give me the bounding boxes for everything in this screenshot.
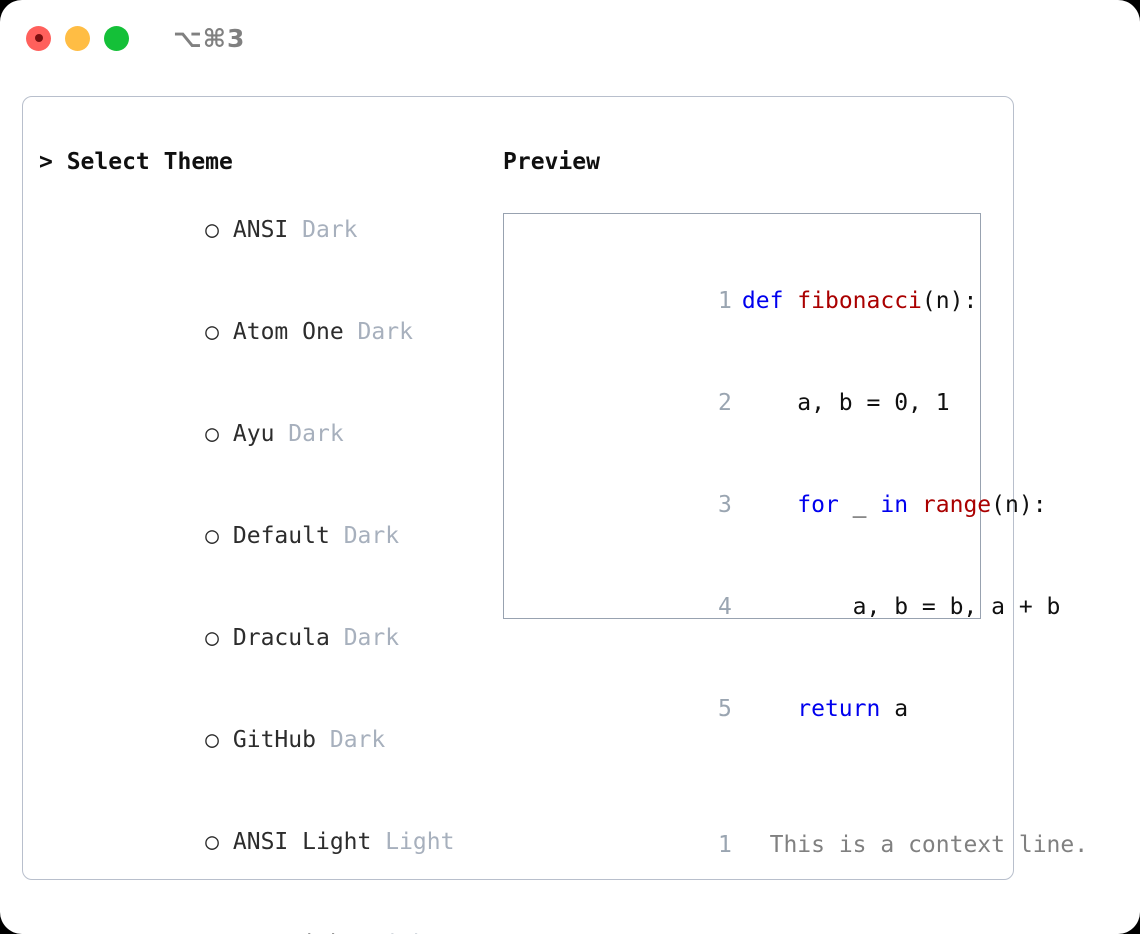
line-number: 4 (718, 594, 732, 620)
diff-text: This is a context line. (769, 832, 1089, 858)
radio-icon: ○ (205, 931, 219, 934)
radio-icon: ○ (205, 625, 220, 651)
theme-kind: Dark (288, 421, 344, 447)
window-controls (26, 25, 129, 51)
theme-kind: Dark (343, 625, 400, 651)
theme-kind: Dark (343, 523, 400, 549)
left-column: > Select Theme ○ ANSI Dark ○ Atom One Da… (23, 145, 485, 934)
code-row: 4 a, b = b, a + b (514, 556, 1060, 658)
token-keyword: for (797, 492, 839, 518)
diff-row-context: 1 This is a context line. (514, 794, 1088, 896)
diff-sample: 1 This is a context line. 2- This line w… (514, 794, 1088, 934)
theme-kind: Dark (329, 727, 386, 753)
code-row: 1 def fibonacci(n): (514, 250, 980, 352)
token-plain: _ (838, 492, 881, 518)
token-plain: a, b = b, a + b (852, 594, 1061, 620)
indent (742, 696, 797, 722)
minimize-button[interactable] (65, 25, 90, 51)
line-number: 2 (718, 390, 732, 416)
line-number: 1 (718, 288, 732, 314)
token-plain: (n): (991, 492, 1047, 518)
diff-row-deleted: 2- This line was deleted. (514, 896, 980, 934)
line-number: 5 (718, 696, 732, 722)
line-number: 2 (708, 930, 732, 934)
code-row: 3 for _ in range(n): (514, 454, 1047, 556)
diff-sign (742, 832, 756, 858)
preview-spacer (514, 760, 980, 794)
radio-icon: ○ (205, 727, 220, 753)
list-item[interactable]: ○ GitHub Dark (39, 689, 485, 791)
theme-name: Dracula (232, 625, 330, 651)
select-theme-heading: > Select Theme (39, 149, 233, 175)
code-row: 5 return a (514, 658, 980, 760)
radio-icon: ○ (205, 319, 220, 345)
token-keyword: return (797, 696, 881, 722)
line-number: 1 (718, 832, 732, 858)
indent (742, 594, 853, 620)
token-keyword: def (741, 288, 784, 314)
maximize-button[interactable] (104, 25, 129, 51)
list-item[interactable]: ○ ANSI Dark (39, 179, 485, 281)
token-plain (908, 492, 922, 518)
indent (742, 492, 797, 518)
theme-kind: Light (385, 829, 455, 855)
list-item[interactable]: ○ Default Dark (39, 485, 485, 587)
theme-name: GitHub (232, 727, 316, 753)
radio-icon: ○ (205, 523, 220, 549)
theme-name: Ayu Light (233, 931, 358, 934)
close-button[interactable] (26, 25, 51, 51)
line-number: 3 (718, 492, 732, 518)
list-item[interactable]: ○ Ayu Light Light (39, 893, 485, 934)
theme-selector-panel: > Select Theme ○ ANSI Dark ○ Atom One Da… (22, 96, 1088, 934)
theme-name: ANSI (232, 217, 289, 243)
keyboard-shortcut-label: ⌥⌘3 (173, 23, 246, 53)
token-plain: a, b = 0, 1 (797, 390, 950, 416)
token-plain (783, 288, 797, 314)
token-plain: (n): (921, 288, 978, 314)
code-row: 2 a, b = 0, 1 (514, 352, 980, 454)
list-item[interactable]: ○ Dracula Dark (39, 587, 485, 689)
theme-kind: Dark (302, 217, 358, 243)
radio-icon: ○ (205, 829, 220, 855)
theme-kind: Dark (357, 319, 413, 345)
token-function: range (921, 492, 992, 518)
preview-heading: Preview (503, 149, 600, 175)
theme-name: Ayu (232, 421, 275, 447)
theme-name: ANSI Light (232, 829, 372, 855)
theme-option-list: ○ ANSI Dark ○ Atom One Dark ○ Ayu Dark ○… (39, 179, 485, 934)
list-item[interactable]: ○ Ayu Dark (39, 383, 485, 485)
token-plain: a (880, 696, 909, 722)
radio-icon: ○ (205, 421, 220, 447)
token-function: fibonacci (797, 288, 922, 314)
radio-icon: ○ (205, 217, 220, 243)
list-item[interactable]: ○ Atom One Dark (39, 281, 485, 383)
indent (742, 390, 797, 416)
theme-name: Default (232, 523, 330, 549)
list-item[interactable]: ○ ANSI Light Light (39, 791, 485, 893)
title-bar: ⌥⌘3 (0, 0, 1140, 76)
theme-name: Atom One (232, 319, 344, 345)
theme-kind: Light (371, 931, 440, 934)
token-keyword: in (880, 492, 909, 518)
